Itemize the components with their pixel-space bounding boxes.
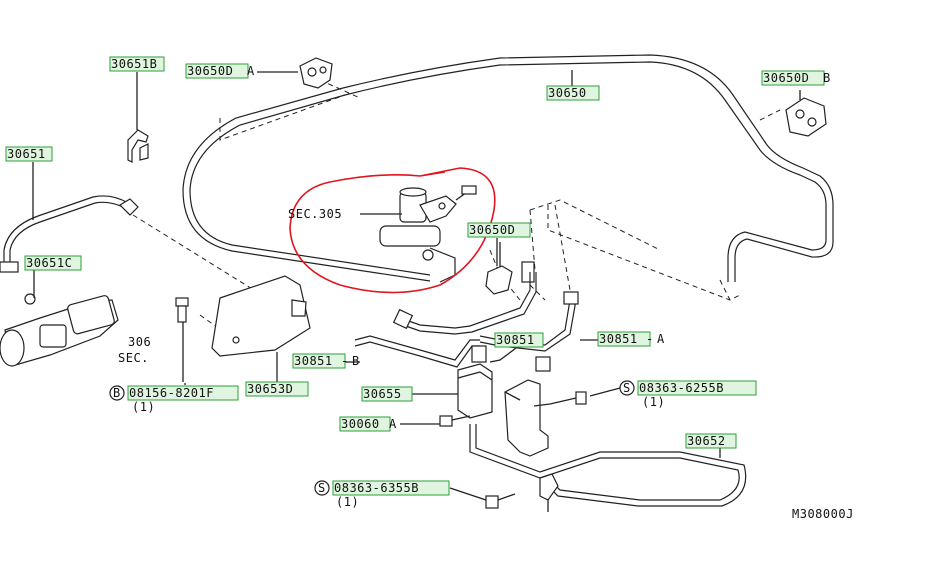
label-highlight	[597, 331, 651, 347]
slave-cylinder	[0, 293, 119, 367]
label-highlight	[5, 146, 53, 162]
label-highlight	[24, 255, 82, 271]
label-highlight	[546, 85, 600, 101]
ref-label-306: 306	[128, 335, 151, 349]
bolt-marker	[109, 385, 125, 401]
quantity-label: (1)	[132, 400, 155, 414]
quantity-label: (1)	[642, 395, 665, 409]
label-highlight	[685, 433, 737, 449]
bolt-30060A	[439, 415, 471, 427]
screw-08363-6255B	[533, 391, 587, 407]
clip-30650D-top	[299, 57, 333, 89]
connector-30650D	[485, 242, 535, 295]
part-label-30651B: 30651B	[111, 57, 157, 71]
part-label-30650: 30650	[548, 86, 587, 100]
part-label-30650D: 30650D	[469, 223, 515, 237]
label-highlight	[467, 222, 531, 238]
bracket-plate-30653D	[211, 275, 311, 385]
labels: 30651B 30650D A 30650 30650D B 30651 306…	[5, 56, 854, 521]
part-label-30651C: 30651C	[26, 256, 72, 270]
part-label-suffix: B	[823, 71, 831, 85]
label-highlight	[185, 63, 249, 79]
part-label-30651: 30651	[7, 147, 46, 161]
screw-marker-letter: S	[623, 381, 631, 395]
bracket-30651B	[127, 72, 149, 163]
part-label-08156-8201F: 08156-8201F	[129, 386, 214, 400]
bolt-marker-letter: B	[113, 386, 121, 400]
part-label-30851B: 30851	[294, 354, 333, 368]
part-label-30653D: 30653D	[247, 382, 293, 396]
part-label-30060A: 30060	[341, 417, 380, 431]
part-label-suffix: A	[389, 417, 397, 431]
pipe-30650	[182, 54, 834, 282]
label-highlight	[109, 56, 165, 72]
screw-marker-letter: S	[318, 481, 326, 495]
ref-label-sec: SEC.	[118, 351, 149, 365]
pipe-30651	[0, 195, 139, 273]
part-label-30655: 30655	[363, 387, 402, 401]
hyphen-mark: -	[341, 354, 349, 368]
clip-30650D-right	[785, 90, 827, 137]
leader-lines	[32, 70, 621, 501]
label-highlight	[127, 385, 239, 401]
label-highlight	[332, 480, 450, 496]
pipe-30651-fitting	[119, 198, 139, 216]
label-highlight	[361, 386, 413, 402]
part-label-suffix: A	[657, 332, 665, 346]
label-highlight	[637, 380, 757, 396]
screw-08363-6355B	[485, 493, 516, 509]
diagram-reference-code: M308000J	[792, 507, 854, 521]
screw-marker	[314, 480, 330, 496]
part-label-30650DA: 30650D	[187, 64, 233, 78]
part-label-30851A: 30851	[599, 332, 638, 346]
part-label-suffix: B	[352, 354, 360, 368]
pipe-30652	[469, 424, 747, 512]
label-highlight	[761, 70, 825, 86]
label-highlight	[339, 416, 391, 432]
label-highlight	[292, 353, 346, 369]
screw-marker	[619, 380, 635, 396]
quantity-label: (1)	[336, 495, 359, 509]
label-highlight	[245, 381, 309, 397]
part-label-30650DB: 30650D	[763, 71, 809, 85]
fitting-block-30655	[457, 363, 549, 457]
part-label-08363-6355B: 08363-6355B	[334, 481, 419, 495]
part-label-08363-6255B: 08363-6255B	[639, 381, 724, 395]
hyphen-mark: -	[646, 332, 654, 346]
label-highlight	[494, 332, 544, 348]
markup-circle	[289, 167, 496, 294]
part-label-30851: 30851	[496, 333, 535, 347]
part-label-30652: 30652	[687, 434, 726, 448]
bolt-08156	[175, 297, 189, 382]
master-cylinder	[379, 185, 477, 283]
pipe-30851-set	[354, 272, 579, 372]
pipe-30651-end-fitting	[0, 261, 19, 273]
ref-label-sec305: SEC.305	[288, 207, 342, 221]
part-label-suffix: A	[247, 64, 255, 78]
